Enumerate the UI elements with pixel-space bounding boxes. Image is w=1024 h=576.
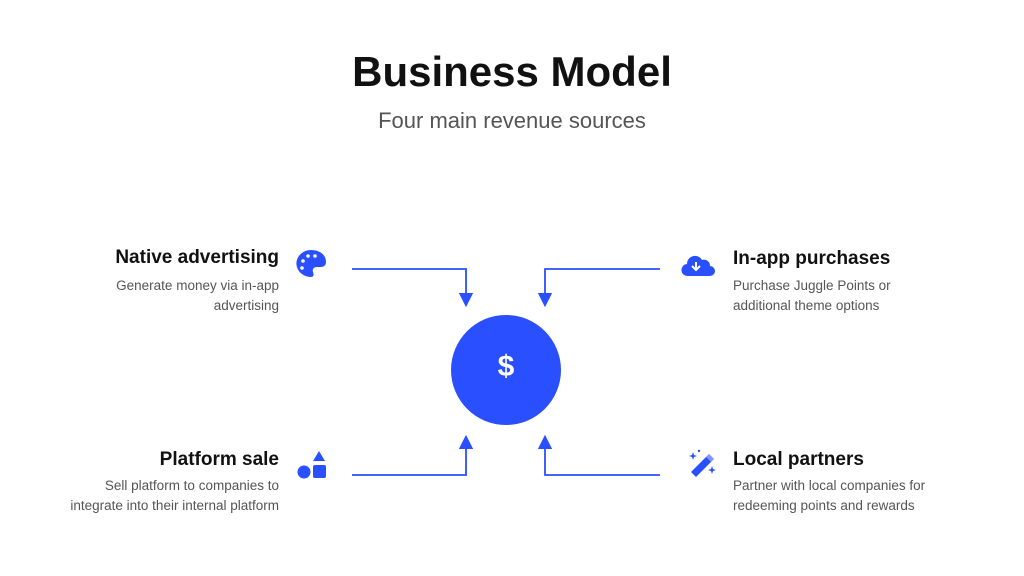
platform-sale-title: Platform sale	[159, 449, 279, 470]
desc-line: Sell platform to companies to	[104, 478, 279, 493]
desc-line: Purchase Juggle Points or	[733, 278, 891, 293]
local-partners-title: Local partners	[733, 449, 864, 470]
desc-line: additional theme options	[733, 298, 880, 313]
in-app-purchases-title: In-app purchases	[733, 248, 891, 269]
desc-line: advertising	[213, 298, 279, 313]
desc-line: redeeming points and rewards	[733, 498, 915, 513]
in-app-purchases-desc: Purchase Juggle Points or additional the…	[733, 276, 891, 316]
native-advertising-desc: Generate money via in-app advertising	[116, 276, 279, 316]
slide-subtitle: Four main revenue sources	[378, 108, 646, 133]
dollar-icon: $	[497, 350, 515, 383]
native-advertising-title: Native advertising	[115, 247, 279, 268]
desc-line: Partner with local companies for	[733, 478, 926, 493]
arrow-platform-sale	[352, 434, 474, 476]
arrow-in-app-purchases	[537, 268, 660, 308]
arrow-local-partners	[537, 434, 660, 476]
arrow-native-advertising	[352, 268, 474, 308]
revenue-circle	[451, 315, 561, 425]
desc-line: integrate into their internal platform	[70, 498, 279, 513]
slide-title: Business Model	[352, 48, 672, 95]
platform-sale-desc: Sell platform to companies to integrate …	[70, 476, 279, 516]
desc-line: Generate money via in-app	[116, 278, 279, 293]
local-partners-desc: Partner with local companies for redeemi…	[733, 476, 925, 516]
